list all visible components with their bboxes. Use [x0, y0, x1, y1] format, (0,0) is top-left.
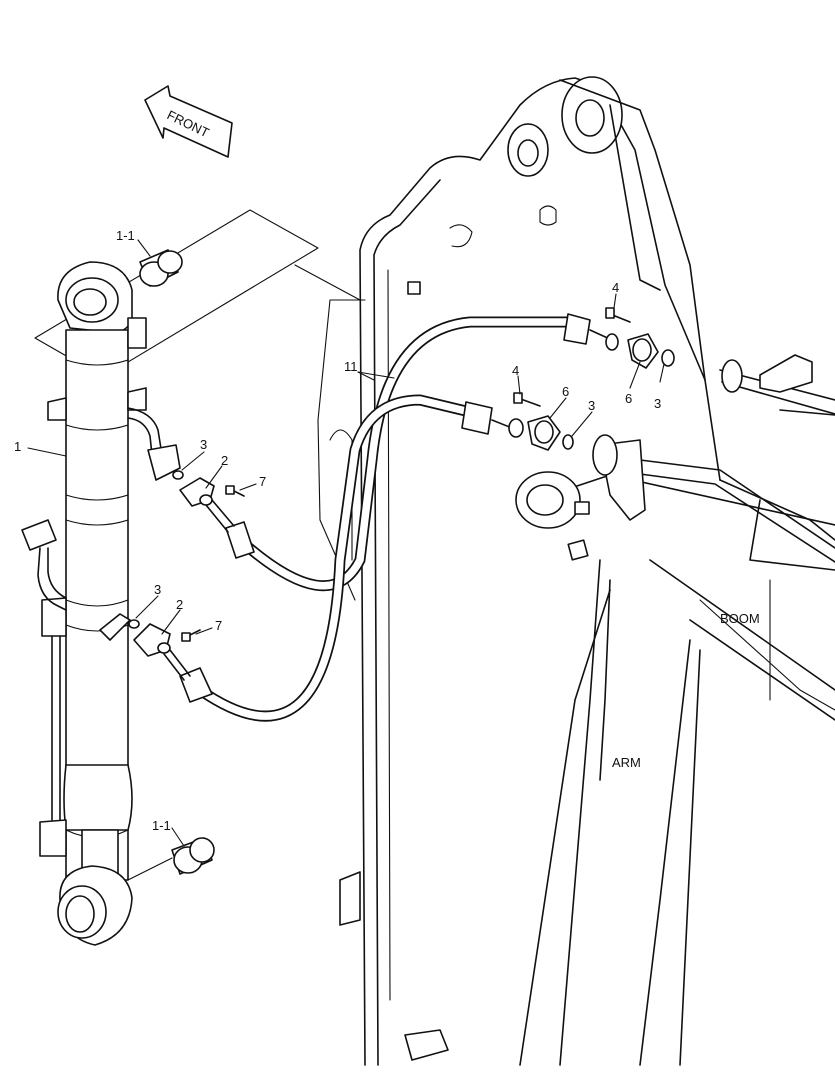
- arm-label: ARM: [612, 755, 641, 770]
- callout-bushing-top: 1-1: [116, 228, 135, 243]
- labels: 1 1-1 1-1 2 2 3 3 3 3 4 4 6 6 7 7 11 BOO…: [14, 228, 760, 833]
- callout-flange-mid: 6: [562, 384, 569, 399]
- callout-oring-lower-left: 3: [154, 582, 161, 597]
- bushing-bottom: [171, 837, 215, 875]
- callout-cylinder: 1: [14, 439, 21, 454]
- callout-bolt-mid: 4: [512, 363, 519, 378]
- arm-cylinder: [21, 209, 361, 946]
- callout-oring-upper-left: 3: [200, 437, 207, 452]
- callout-bolt-right: 4: [612, 280, 619, 295]
- front-arrow: FRONT: [144, 85, 233, 158]
- callout-oring-mid: 3: [588, 398, 595, 413]
- callout-bolt-lower-left: 7: [215, 618, 222, 633]
- callout-oring-right: 3: [654, 396, 661, 411]
- boom-structure: [317, 76, 835, 1066]
- hoses: [133, 313, 619, 722]
- callout-flange-right: 6: [625, 391, 632, 406]
- boom-label: BOOM: [720, 611, 760, 626]
- callout-bolt-upper-left: 7: [259, 474, 266, 489]
- callout-flange-upper-left: 2: [221, 453, 228, 468]
- leader-lines: [27, 239, 665, 881]
- callout-hoses: 11: [344, 359, 358, 374]
- callout-bushing-bottom: 1-1: [152, 818, 171, 833]
- callout-flange-lower-left: 2: [176, 597, 183, 612]
- flange-parts: [128, 307, 675, 642]
- bushing-top: [139, 249, 183, 287]
